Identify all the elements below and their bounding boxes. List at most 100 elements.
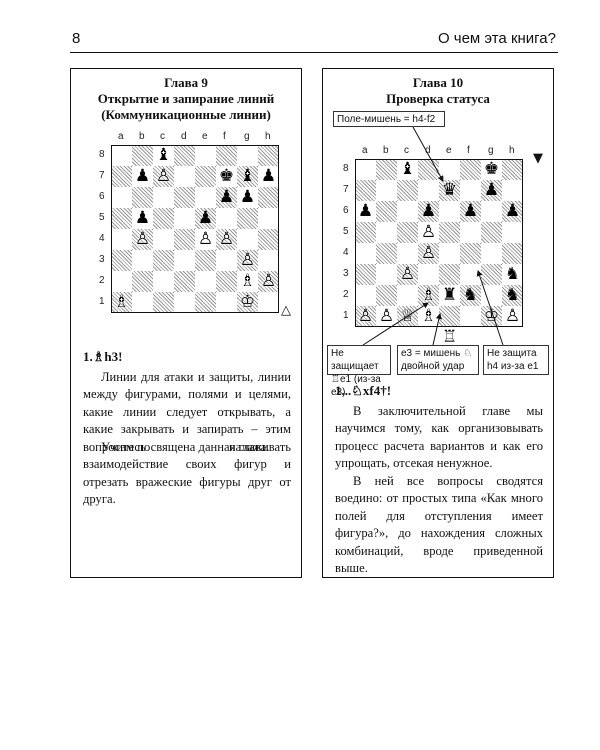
square-b1 bbox=[376, 306, 397, 327]
chess-piece: ♙ bbox=[260, 271, 277, 291]
square-f8 bbox=[460, 159, 481, 180]
square-f5 bbox=[216, 208, 237, 229]
side-to-move-marker: △ bbox=[281, 303, 291, 318]
rank-label: 4 bbox=[99, 233, 105, 244]
square-c2 bbox=[153, 271, 174, 292]
file-label: b bbox=[139, 131, 145, 142]
file-label: g bbox=[244, 131, 250, 142]
square-g1 bbox=[481, 306, 502, 327]
chapter-9-move: 1.♗h3! bbox=[83, 349, 123, 364]
file-label: c bbox=[160, 131, 165, 142]
chess-piece: ♟ bbox=[134, 208, 151, 228]
side-to-move-marker: ▼ bbox=[533, 151, 543, 166]
chapter-10-paragraph-2: В ней все вопросы сводятся воедино: от п… bbox=[335, 474, 543, 576]
chess-piece: ♝ bbox=[155, 145, 172, 165]
square-d8 bbox=[174, 145, 195, 166]
chess-piece: ♙ bbox=[420, 243, 437, 263]
chess-piece: ♙ bbox=[420, 222, 437, 242]
chess-piece: ♚ bbox=[218, 166, 235, 186]
square-c4 bbox=[153, 229, 174, 250]
square-h3 bbox=[258, 250, 279, 271]
chapter-10-title: Глава 10 bbox=[412, 75, 464, 90]
chess-piece: ♙ bbox=[399, 264, 416, 284]
square-b5 bbox=[132, 208, 153, 229]
square-e7 bbox=[439, 180, 460, 201]
file-label: f bbox=[223, 131, 226, 142]
square-a3 bbox=[355, 264, 376, 285]
rank-label: 1 bbox=[343, 310, 349, 321]
square-g6 bbox=[237, 187, 258, 208]
square-d2 bbox=[418, 285, 439, 306]
square-c6 bbox=[153, 187, 174, 208]
square-c7 bbox=[153, 166, 174, 187]
rank-label: 8 bbox=[343, 163, 349, 174]
chess-piece: ♟ bbox=[260, 166, 277, 186]
chess-piece: ♟ bbox=[462, 201, 479, 221]
square-b6 bbox=[132, 187, 153, 208]
square-b4 bbox=[376, 243, 397, 264]
square-a5 bbox=[111, 208, 132, 229]
square-a5 bbox=[355, 222, 376, 243]
square-b3 bbox=[132, 250, 153, 271]
square-h3 bbox=[502, 264, 523, 285]
square-e7 bbox=[195, 166, 216, 187]
square-g7 bbox=[481, 180, 502, 201]
square-g6 bbox=[481, 201, 502, 222]
square-h8 bbox=[502, 159, 523, 180]
chess-piece: ♗ bbox=[420, 285, 437, 305]
chapter-10-move: 1...♘xf4†! bbox=[335, 383, 392, 398]
chess-piece: ♖ bbox=[441, 327, 458, 347]
rank-label: 3 bbox=[343, 268, 349, 279]
rank-label: 5 bbox=[99, 212, 105, 223]
square-a8 bbox=[111, 145, 132, 166]
chess-piece: ♟ bbox=[239, 187, 256, 207]
square-a4 bbox=[355, 243, 376, 264]
chess-piece: ♟ bbox=[504, 201, 521, 221]
square-d5 bbox=[174, 208, 195, 229]
chess-piece: ♟ bbox=[134, 166, 151, 186]
square-h5 bbox=[258, 208, 279, 229]
square-f8 bbox=[216, 145, 237, 166]
square-d5 bbox=[418, 222, 439, 243]
square-e5 bbox=[439, 222, 460, 243]
square-g4 bbox=[237, 229, 258, 250]
square-f3 bbox=[216, 250, 237, 271]
square-d3 bbox=[418, 264, 439, 285]
square-d6 bbox=[174, 187, 195, 208]
square-e3 bbox=[439, 264, 460, 285]
chess-piece: ♙ bbox=[218, 229, 235, 249]
square-g5 bbox=[237, 208, 258, 229]
rank-label: 4 bbox=[343, 247, 349, 258]
square-e8 bbox=[439, 159, 460, 180]
file-label: d bbox=[425, 145, 431, 156]
square-a3 bbox=[111, 250, 132, 271]
rank-label: 1 bbox=[99, 296, 105, 307]
square-e6 bbox=[195, 187, 216, 208]
square-g5 bbox=[481, 222, 502, 243]
file-label: a bbox=[118, 131, 124, 142]
square-f5 bbox=[460, 222, 481, 243]
square-a1 bbox=[355, 306, 376, 327]
square-e4 bbox=[439, 243, 460, 264]
square-h6 bbox=[258, 187, 279, 208]
square-a2 bbox=[355, 285, 376, 306]
chess-piece: ♙ bbox=[197, 229, 214, 249]
square-g2 bbox=[237, 271, 258, 292]
chess-piece: ♞ bbox=[504, 285, 521, 305]
square-f6 bbox=[460, 201, 481, 222]
chapter-9-subtitle: Открытие и запирание линий bbox=[97, 91, 275, 106]
chess-piece: ♟ bbox=[197, 208, 214, 228]
square-b8 bbox=[132, 145, 153, 166]
board-border bbox=[111, 145, 279, 313]
square-g1 bbox=[237, 292, 258, 313]
file-label: a bbox=[362, 145, 368, 156]
square-d7 bbox=[418, 180, 439, 201]
square-d3 bbox=[174, 250, 195, 271]
square-a8 bbox=[355, 159, 376, 180]
square-d1 bbox=[174, 292, 195, 313]
square-h8 bbox=[258, 145, 279, 166]
square-g3 bbox=[237, 250, 258, 271]
square-f3 bbox=[460, 264, 481, 285]
square-d6 bbox=[418, 201, 439, 222]
callout-target-square: Поле-мишень = h4-f2 bbox=[333, 111, 445, 127]
